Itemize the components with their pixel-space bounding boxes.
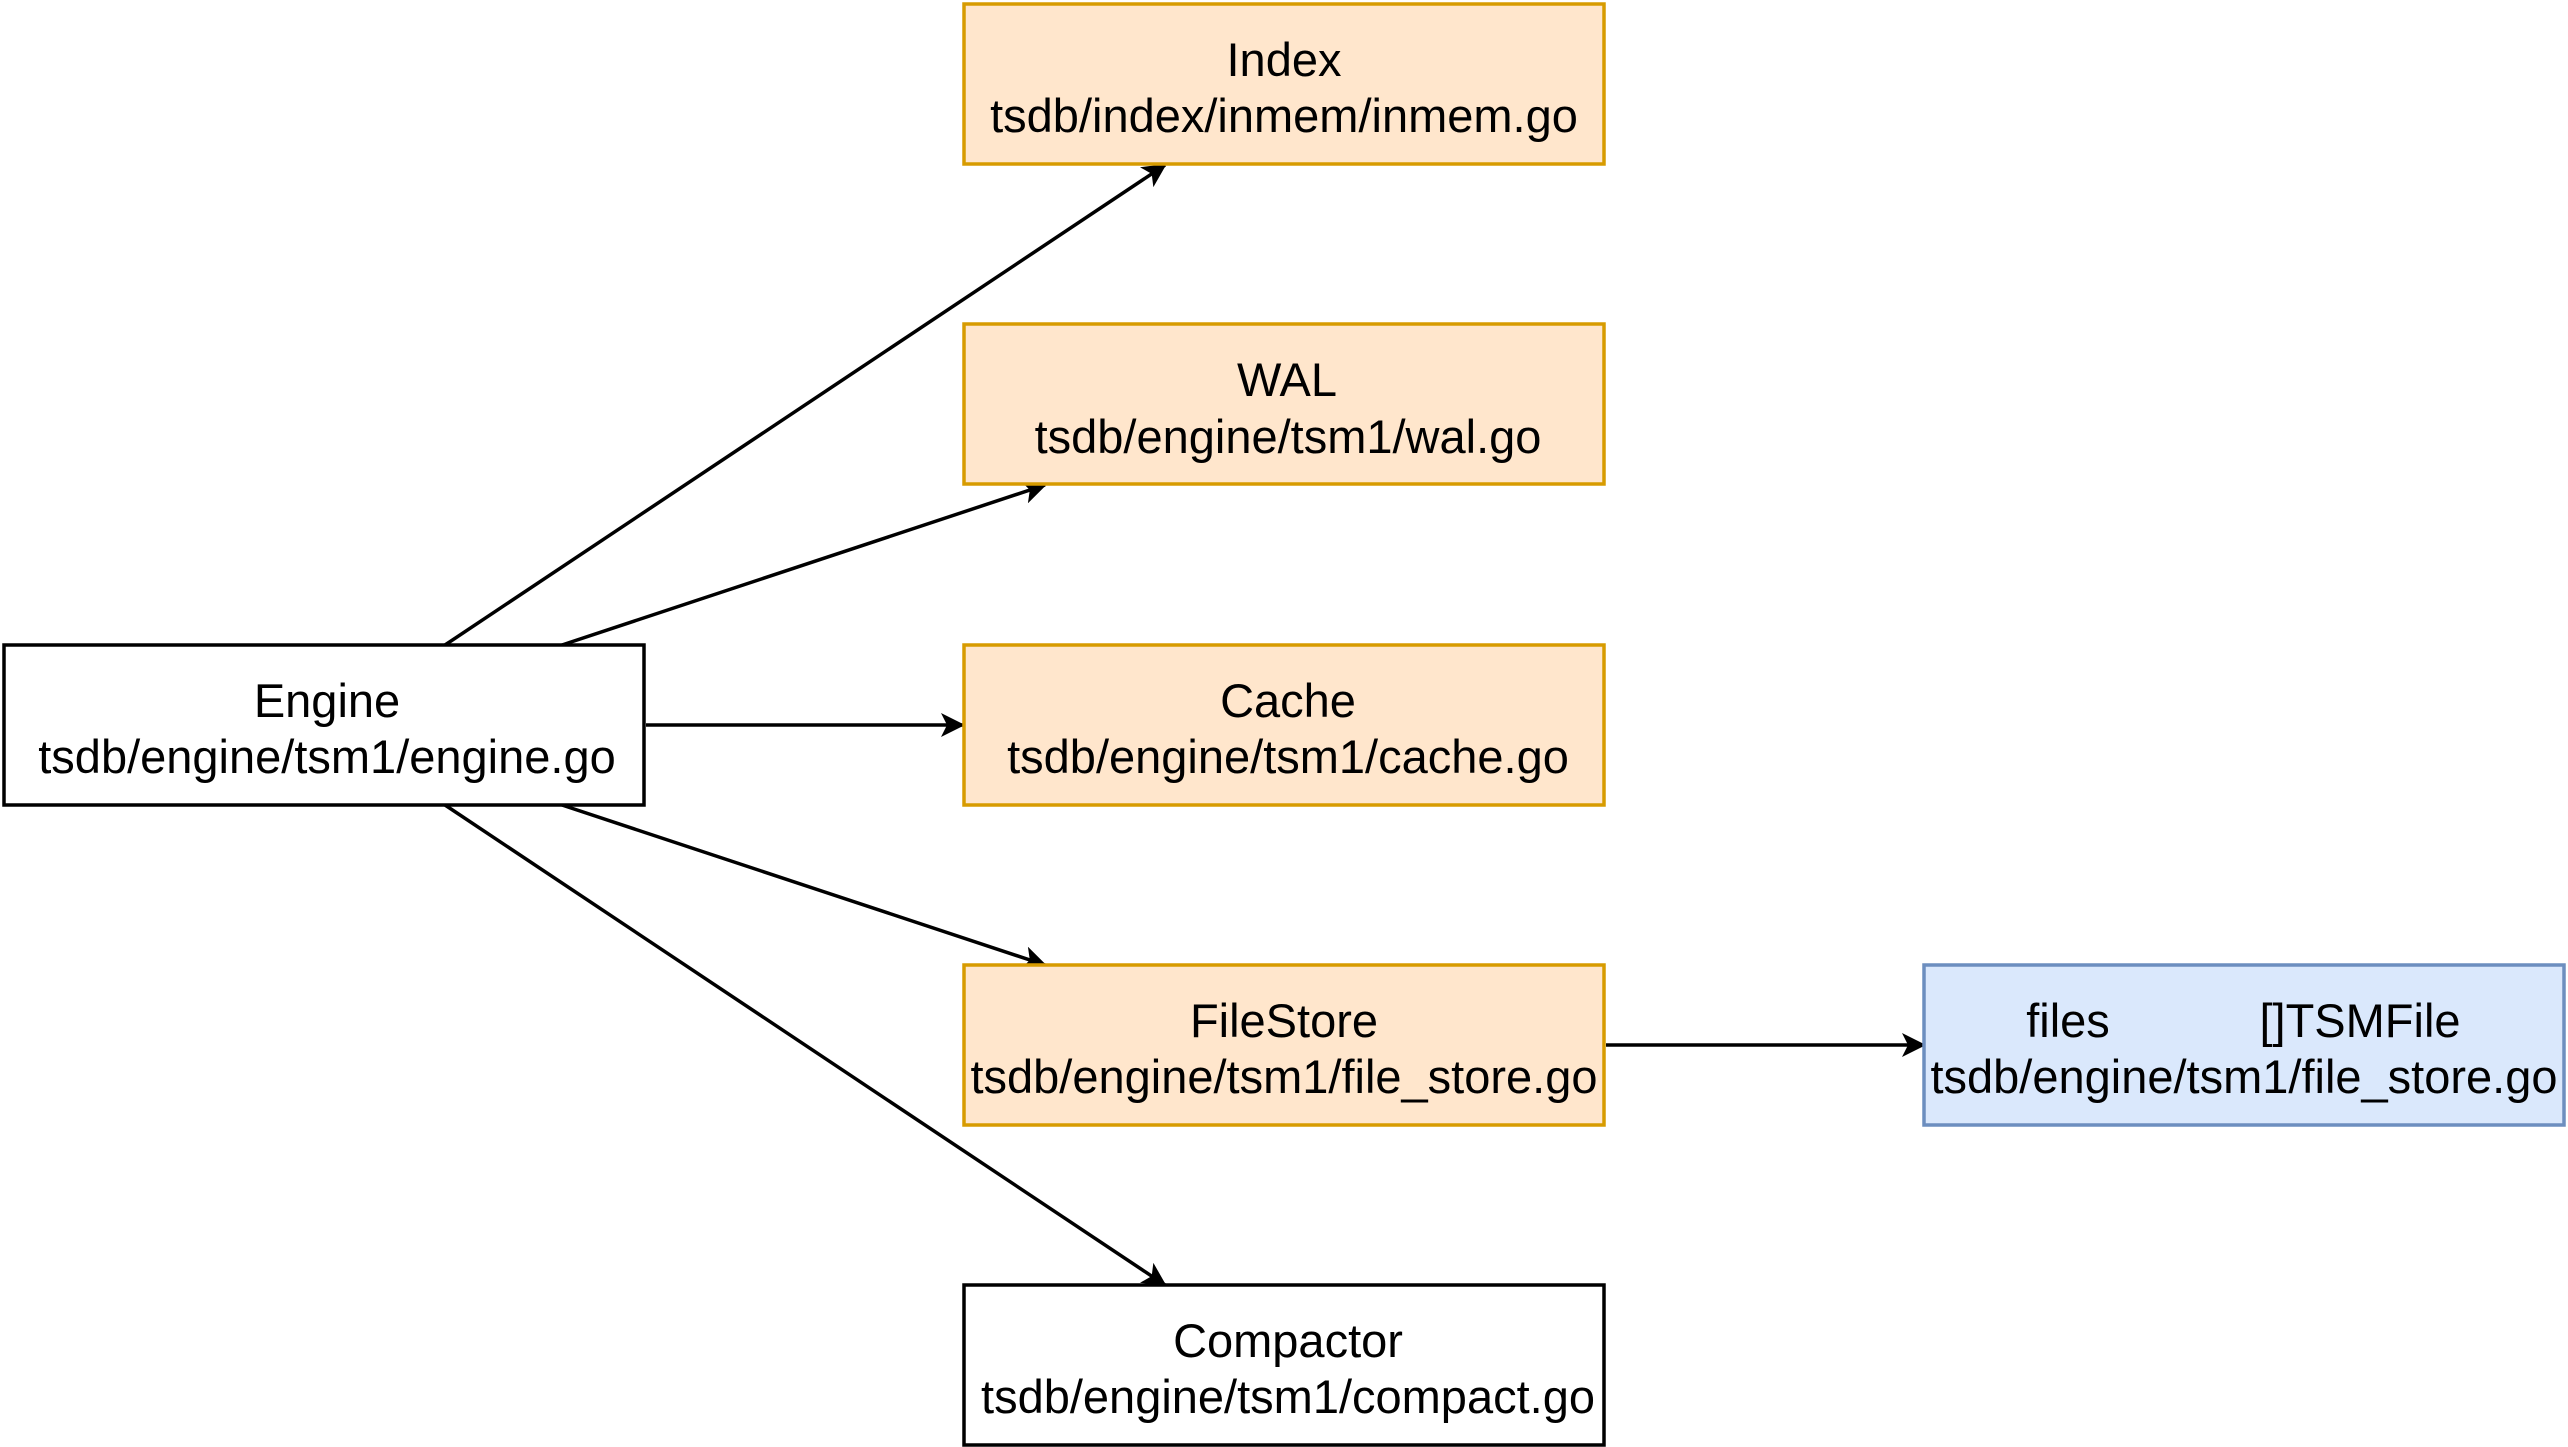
node-index-path: tsdb/index/inmem/inmem.go [990,89,1578,142]
edge-engine-to-index [444,163,1167,647]
node-filestore-path: tsdb/engine/tsm1/file_store.go [970,1050,1597,1103]
node-index-title: Index [1227,33,1342,86]
edge-engine-to-compactor [444,803,1167,1287]
node-cache-title: Cache [1220,674,1356,727]
node-filestore-title: FileStore [1190,994,1378,1047]
node-index[interactable]: Index tsdb/index/inmem/inmem.go [962,2,1606,166]
edge-engine-to-wal [561,480,1047,647]
node-files[interactable]: files []TSMFile tsdb/engine/tsm1/file_st… [1922,963,2566,1127]
node-wal-path: tsdb/engine/tsm1/wal.go [1035,410,1542,463]
node-filestore-box [962,963,1606,1127]
node-files-field: files [2026,994,2110,1047]
node-cache[interactable]: Cache tsdb/engine/tsm1/cache.go [962,643,1606,807]
node-compactor[interactable]: Compactor tsdb/engine/tsm1/compact.go [962,1283,1606,1447]
node-wal[interactable]: WAL tsdb/engine/tsm1/wal.go [962,322,1606,486]
node-engine-path: tsdb/engine/tsm1/engine.go [38,730,615,783]
node-compactor-path: tsdb/engine/tsm1/compact.go [981,1370,1595,1423]
edges [444,163,1926,1287]
node-cache-path: tsdb/engine/tsm1/cache.go [1007,730,1569,783]
node-cache-box [962,643,1606,807]
node-filestore[interactable]: FileStore tsdb/engine/tsm1/file_store.go [962,963,1606,1127]
node-wal-box [962,322,1606,486]
node-wal-title: WAL [1237,353,1337,406]
node-files-box [1922,963,2566,1127]
node-files-type: []TSMFile [2259,994,2460,1047]
node-files-path: tsdb/engine/tsm1/file_store.go [1930,1050,2557,1103]
node-engine[interactable]: Engine tsdb/engine/tsm1/engine.go [2,643,646,807]
edge-engine-to-filestore [561,803,1047,970]
node-compactor-title: Compactor [1173,1314,1403,1367]
node-compactor-box [962,1283,1606,1447]
node-index-box [962,2,1606,166]
node-engine-title: Engine [254,674,400,727]
node-engine-box [2,643,646,807]
